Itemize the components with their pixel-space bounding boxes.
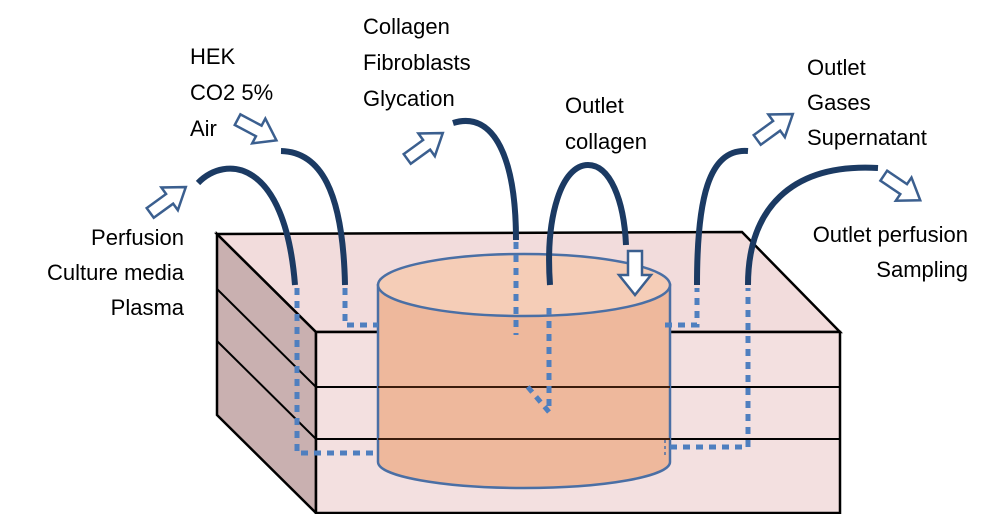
label-line: CO2 5% (190, 80, 273, 105)
channel-perfusion-outlet (670, 288, 751, 450)
label-line: Outlet perfusion (813, 222, 968, 247)
channel-collagen-outlet (525, 308, 552, 419)
label-line: HEK (190, 44, 236, 69)
label-line: Fibroblasts (363, 50, 471, 75)
inlet-arrow-icon (233, 112, 279, 145)
outlet-arrow-icon (751, 112, 795, 147)
label-line: Outlet (565, 93, 624, 118)
label-line: Culture media (47, 260, 185, 285)
label-line: Air (190, 116, 217, 141)
layer-lines-front (378, 386, 670, 440)
label-line: Collagen (363, 14, 450, 39)
label-line: Sampling (876, 257, 968, 282)
label-outlet-gas: Outlet Gases Supernatant (807, 55, 927, 150)
label-line: Outlet (807, 55, 866, 80)
label-line: Supernatant (807, 125, 927, 150)
internal-channels (294, 242, 751, 456)
channel-gas-inlet (342, 288, 378, 328)
label-inlet-collagen: Collagen Fibroblasts Glycation (363, 14, 471, 111)
label-line: Glycation (363, 86, 455, 111)
tube-perfusion-inlet (195, 165, 298, 286)
outlet-arrow-icon (878, 168, 923, 203)
label-outlet-perfusion: Outlet perfusion Sampling (813, 222, 968, 282)
channel-gas-outlet (665, 288, 700, 328)
tube-gas-inlet (280, 148, 348, 286)
label-line: Perfusion (91, 225, 184, 250)
label-line: Plasma (111, 295, 185, 320)
tube-collagen-inlet (452, 118, 519, 241)
inlet-arrow-icon (144, 185, 188, 220)
inlet-arrow-icon (401, 131, 445, 166)
tube-collagen-outlet (546, 161, 629, 286)
label-inlet-gas: HEK CO2 5% Air (190, 44, 273, 141)
label-line: collagen (565, 129, 647, 154)
culture-chamber-cylinder (376, 252, 672, 490)
label-outlet-collagen: Outlet collagen (565, 93, 647, 154)
channel-perfusion-inlet (294, 288, 378, 456)
outlet-arrow-icon (616, 249, 654, 298)
label-line: Gases (807, 90, 871, 115)
tubes (195, 118, 879, 286)
tube-gas-outlet (694, 147, 749, 286)
label-inlet-perfusion: Perfusion Culture media Plasma (47, 225, 185, 320)
tube-perfusion-outlet (745, 164, 879, 286)
cylinder-top (376, 252, 672, 318)
